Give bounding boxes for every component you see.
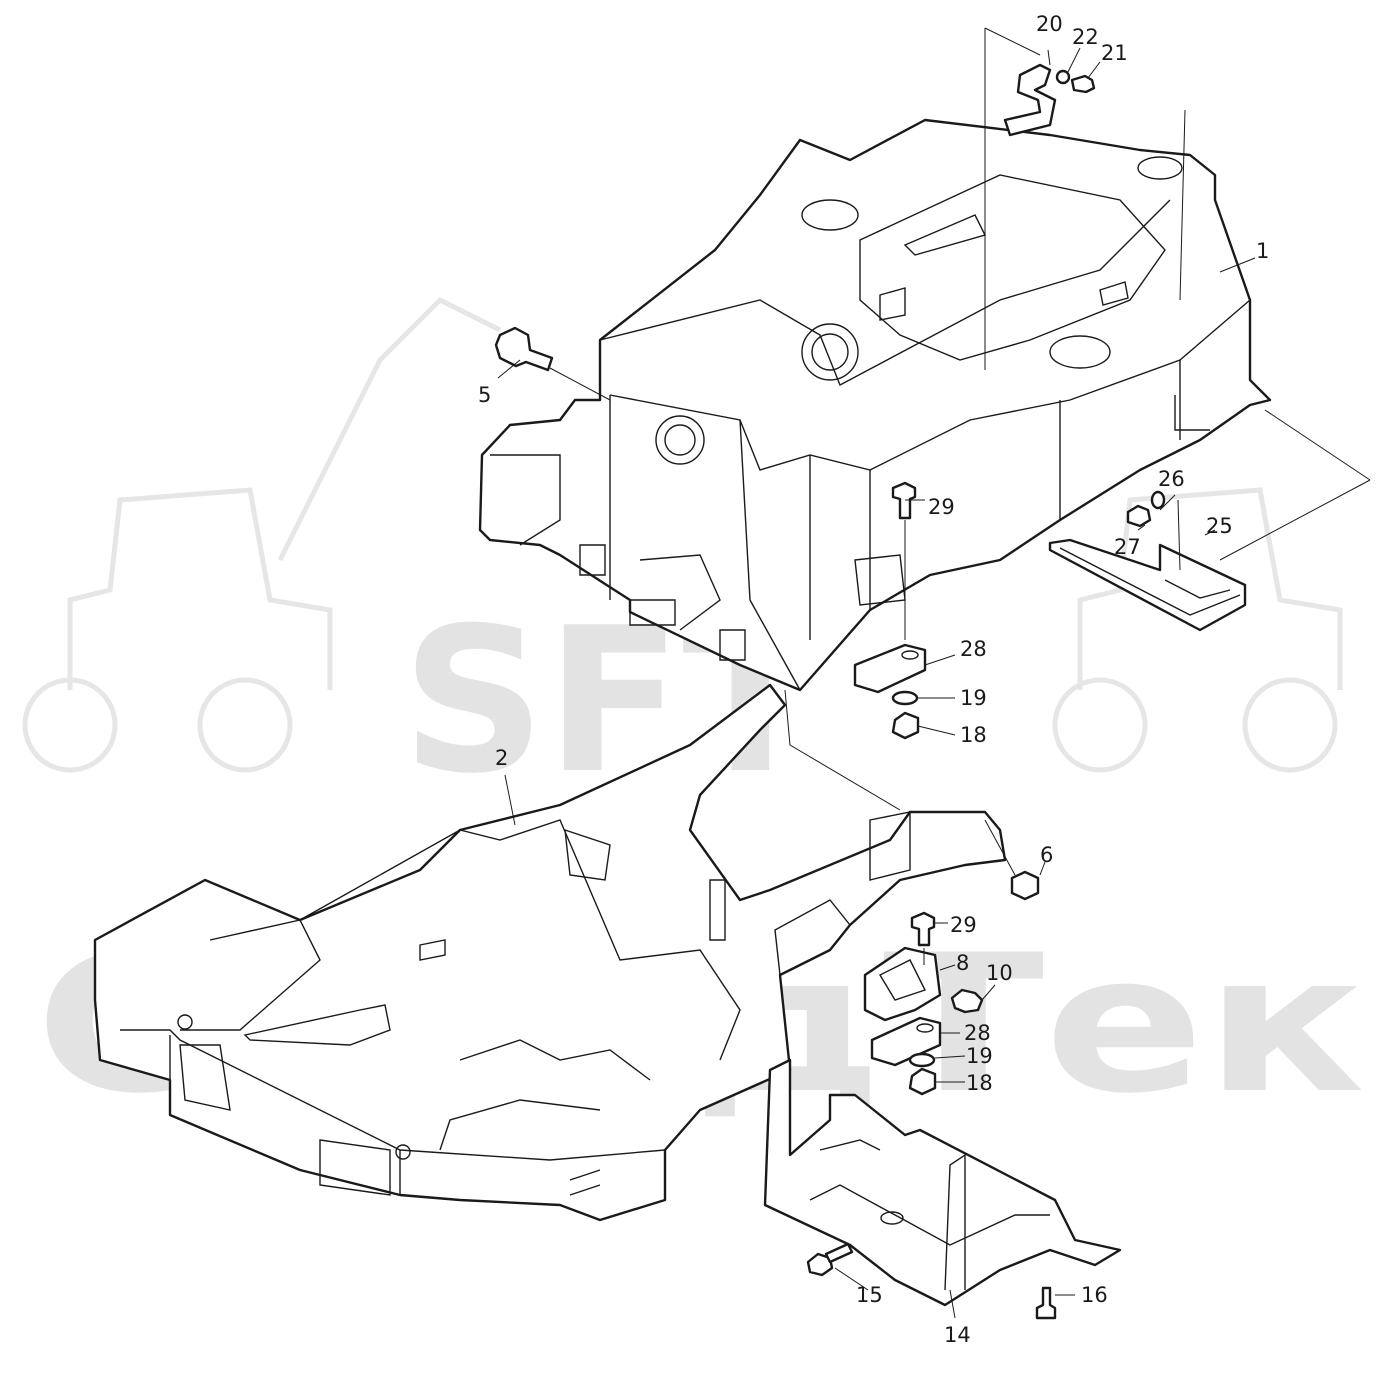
nut-6 — [1010, 870, 1040, 901]
tray-25 — [1048, 538, 1247, 632]
callout-26: 26 — [1158, 467, 1185, 491]
nut-18-lower — [908, 1067, 937, 1096]
callout-28-upper: 28 — [960, 637, 987, 661]
mount-8 — [863, 946, 942, 1022]
bolt-29-upper — [891, 481, 917, 520]
callout-29-upper: 29 — [928, 495, 955, 519]
leader-lines — [497, 27, 1371, 1319]
washer-19-lower — [908, 1052, 936, 1068]
callout-18-lower: 18 — [966, 1071, 993, 1095]
callout-5: 5 — [478, 383, 491, 407]
callout-6: 6 — [1040, 843, 1053, 867]
bolt-15 — [806, 1242, 854, 1277]
callout-16: 16 — [1081, 1283, 1108, 1307]
callout-28-lower: 28 — [964, 1021, 991, 1045]
bolt-29-lower — [910, 911, 936, 947]
callout-18-upper: 18 — [960, 723, 987, 747]
callout-14: 14 — [944, 1323, 971, 1347]
bolt-10 — [950, 988, 984, 1014]
callout-22: 22 — [1072, 25, 1099, 49]
callout-8: 8 — [956, 951, 969, 975]
guard-14 — [763, 1058, 1122, 1307]
lower-frame — [93, 683, 1007, 1222]
watermark-tractor-left-icon — [22, 296, 502, 773]
callout-19-upper: 19 — [960, 686, 987, 710]
callout-1: 1 — [1256, 239, 1269, 263]
callout-19-lower: 19 — [966, 1044, 993, 1068]
bolt-16 — [1035, 1286, 1057, 1320]
callout-25: 25 — [1206, 514, 1233, 538]
callout-29-lower: 29 — [950, 913, 977, 937]
bolt-5 — [494, 326, 554, 372]
bolt-27 — [1126, 490, 1166, 528]
washer-19-upper — [891, 690, 919, 706]
callout-21: 21 — [1101, 41, 1128, 65]
plate-28-lower — [870, 1016, 942, 1067]
bolt-21 — [1055, 69, 1096, 94]
callout-15: 15 — [856, 1283, 883, 1307]
callout-2: 2 — [495, 746, 508, 770]
nut-18-upper — [891, 711, 920, 740]
callout-10: 10 — [986, 961, 1013, 985]
plate-28-upper — [853, 643, 927, 694]
callouts: 20 22 21 1 5 29 26 25 27 28 19 18 2 6 29… — [478, 12, 1269, 1347]
bracket-20 — [1003, 63, 1057, 137]
callout-27: 27 — [1114, 535, 1141, 559]
callout-20: 20 — [1036, 12, 1063, 36]
